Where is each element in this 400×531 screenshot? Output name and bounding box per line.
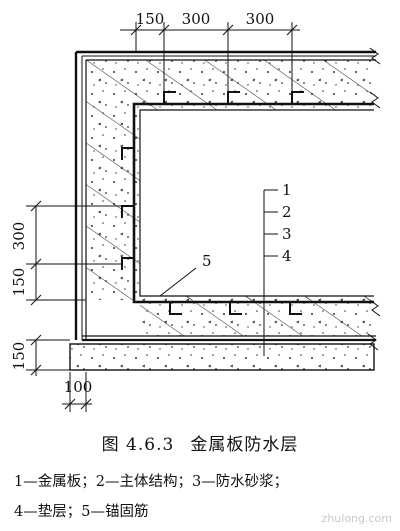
legend-line-2: 4—垫层；5—锚固筋	[14, 504, 149, 520]
leader-label-2: 2	[282, 203, 292, 221]
dimension-bottom-vertical	[26, 334, 70, 376]
leader-label-4: 4	[282, 247, 292, 265]
leader-label-5: 5	[202, 252, 212, 270]
figure-number: 图 4.6.3	[101, 435, 175, 455]
dimension-top	[120, 22, 300, 100]
dim-left-150: 150	[10, 268, 28, 297]
dim-left-300: 300	[10, 222, 28, 251]
dim-top-300-a: 300	[182, 10, 211, 28]
anchor-bars-bottom	[169, 302, 302, 315]
metal-plate-inner	[132, 102, 374, 304]
dim-bottom-150: 150	[10, 342, 28, 371]
leader-lines	[159, 189, 278, 356]
dim-top-300-b: 300	[246, 10, 275, 28]
figure-caption: 图 4.6.3 金属板防水层	[0, 430, 400, 455]
dim-bottom-100: 100	[64, 378, 93, 396]
watermark: zhulong.com	[321, 512, 392, 525]
dimension-bottom-horizontal	[62, 372, 92, 412]
dimension-left	[26, 200, 122, 306]
dim-top-150: 150	[136, 10, 165, 28]
interior-cavity	[140, 110, 374, 296]
waterproofing-section-drawing: 150 300 300 300 150 150 100	[10, 10, 381, 412]
leader-label-3: 3	[282, 225, 292, 243]
legend-line-1: 1—金属板；2—主体结构；3—防水砂浆；	[14, 474, 289, 490]
cushion-layer	[69, 343, 375, 371]
leader-label-1: 1	[282, 181, 292, 199]
figure-title: 金属板防水层	[190, 435, 299, 455]
